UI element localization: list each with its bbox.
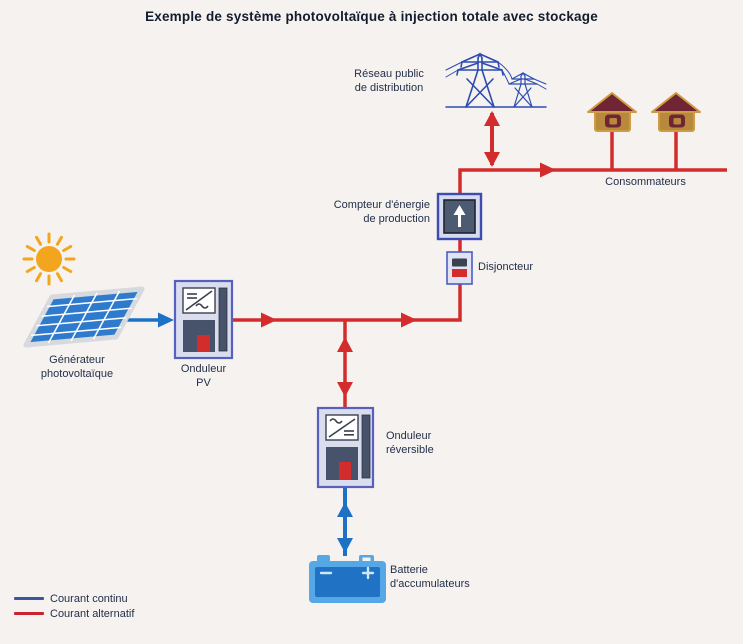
arrow-up-icon: [337, 502, 353, 517]
legend-item-ac: Courant alternatif: [14, 606, 134, 621]
solar-panel-icon: [23, 286, 145, 348]
pv-generator-label: Générateur photovoltaïque: [40, 354, 114, 380]
arrow-down-icon: [484, 152, 500, 167]
sun-icon: [22, 232, 76, 286]
breaker-label: Disjoncteur: [478, 261, 534, 273]
dc-arrowheads: [158, 312, 353, 553]
pv-inverter-icon: [173, 279, 234, 360]
reversible-inverter-icon: [316, 406, 375, 489]
legend-item-dc: Courant continu: [14, 591, 134, 606]
legend-dc-label: Courant continu: [50, 592, 128, 605]
arrow-down-icon: [337, 382, 353, 397]
battery-label: Batterie d'accumulateurs: [390, 564, 470, 590]
house-icon: [651, 92, 701, 132]
diagram-title: Exemple de système photovoltaïque à inje…: [145, 9, 598, 24]
arrow-up-icon: [484, 111, 500, 126]
arrow-right-icon: [401, 312, 417, 328]
power-pylon-icon: [445, 52, 547, 108]
legend: Courant continu Courant alternatif: [14, 591, 134, 621]
ac-line-swatch: [14, 612, 44, 615]
arrow-right-icon: [158, 312, 174, 328]
dc-line-swatch: [14, 597, 44, 600]
circuit-breaker-icon: [446, 251, 473, 285]
grid-label: Réseau public de distribution: [354, 68, 424, 94]
arrow-right-icon: [261, 312, 277, 328]
arrow-right-icon: [540, 162, 556, 178]
pv-inverter-label: Onduleur PV: [180, 363, 227, 389]
arrow-down-icon: [337, 538, 353, 553]
consumers-label: Consommateurs: [605, 176, 686, 188]
legend-ac-label: Courant alternatif: [50, 607, 135, 620]
energy-meter-icon: [436, 192, 483, 241]
dc-current-lines: [127, 318, 347, 556]
house-icon: [587, 92, 637, 132]
arrow-up-icon: [337, 337, 353, 352]
battery-icon: [309, 555, 386, 603]
ac-arrowheads: [261, 111, 556, 397]
reversible-inverter-label: Onduleur réversible: [386, 430, 434, 456]
meter-label: Compteur d'énergie de production: [333, 199, 430, 225]
